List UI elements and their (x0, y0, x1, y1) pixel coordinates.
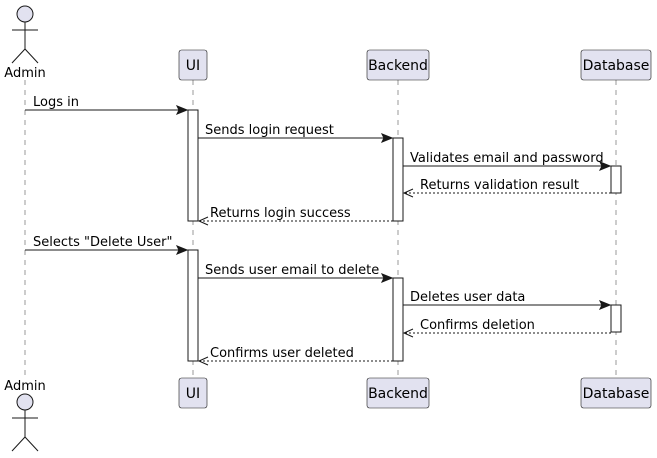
activation-backend-1 (392, 137, 404, 222)
message-3: Validates email and password (403, 151, 612, 171)
message-7: Sends user email to delete (198, 263, 394, 283)
actor-admin-label: Admin (4, 379, 45, 394)
participant-backend-bottom: Backend (366, 377, 430, 409)
arrow-head-icon (380, 273, 394, 283)
message-10: Confirms user deleted (197, 346, 393, 366)
activation-backend-2 (392, 277, 404, 362)
participant-database-top: Database (580, 49, 652, 81)
message-label: Returns validation result (420, 178, 579, 193)
actor-admin-label: Admin (4, 66, 45, 81)
message-label: Confirms user deleted (210, 346, 354, 361)
message-label: Selects "Delete User" (33, 235, 172, 250)
message-8: Deletes user data (403, 290, 612, 310)
participant-ui-bottom: UI (178, 377, 208, 409)
activation-database-1 (610, 165, 622, 194)
message-label: Confirms deletion (420, 318, 535, 333)
participant-backend-top: Backend (366, 49, 430, 81)
message-label: Validates email and password (410, 151, 604, 166)
participant-backend-label: Backend (368, 386, 428, 402)
message-label: Returns login success (210, 206, 351, 221)
arrow-head-icon (402, 188, 414, 198)
arrow-head-icon (598, 161, 612, 171)
arrow-head-icon (197, 356, 209, 366)
message-4: Returns validation result (402, 178, 611, 198)
message-5: Returns login success (197, 206, 393, 226)
arrow-head-icon (175, 245, 189, 255)
arrow-head-icon (598, 300, 612, 310)
participant-database-label: Database (583, 58, 650, 74)
arrow-head-icon (175, 105, 189, 115)
actor-head-icon (16, 5, 34, 23)
message-label: Sends user email to delete (205, 263, 379, 278)
participant-backend-label: Backend (368, 58, 428, 74)
participant-ui-top: UI (178, 49, 208, 81)
message-9: Confirms deletion (402, 318, 611, 338)
actor-head-icon (16, 393, 34, 411)
arrow-head-icon (380, 133, 394, 143)
message-1: Logs in (25, 95, 189, 115)
actor-admin-top: Admin (4, 5, 46, 81)
message-label: Deletes user data (410, 290, 525, 305)
activation-ui-2 (187, 249, 199, 362)
message-2: Sends login request (198, 123, 394, 143)
activation-ui-1 (187, 109, 199, 222)
participant-database-bottom: Database (580, 377, 652, 409)
message-label: Sends login request (205, 123, 334, 138)
participant-database-label: Database (583, 386, 650, 402)
message-label: Logs in (33, 95, 79, 110)
actor-admin-bottom: Admin (4, 379, 46, 452)
activation-database-2 (610, 304, 622, 333)
message-6: Selects "Delete User" (25, 235, 189, 255)
participant-ui-label: UI (186, 386, 200, 402)
arrow-head-icon (402, 328, 414, 338)
participant-ui-label: UI (186, 58, 200, 74)
arrow-head-icon (197, 216, 209, 226)
